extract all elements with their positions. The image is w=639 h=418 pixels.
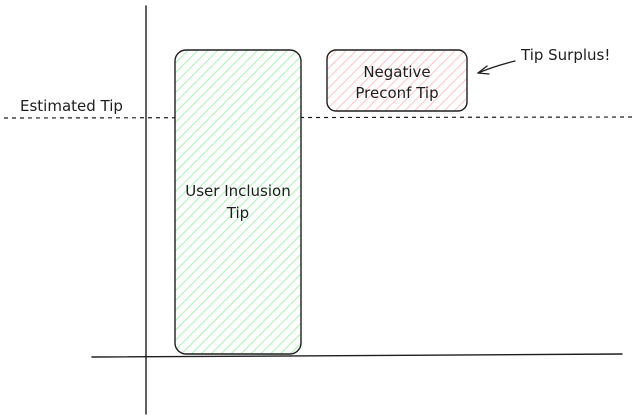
estimated-tip-dashed-line <box>3 116 637 119</box>
x-axis-line <box>91 353 623 358</box>
negative-preconf-tip-label-line1: Negative <box>363 63 430 81</box>
user-inclusion-tip-label-line2: Tip <box>226 204 249 222</box>
tip-surplus-arrow <box>477 60 516 75</box>
user-inclusion-tip-label-line1: User Inclusion <box>185 182 290 200</box>
estimated-tip-label: Estimated Tip <box>20 97 123 115</box>
tip-surplus-label: Tip Surplus! <box>520 46 610 64</box>
negative-preconf-tip-label-line2: Preconf Tip <box>355 84 438 102</box>
negative-preconf-tip-box <box>326 49 468 112</box>
user-inclusion-tip-bar <box>174 49 302 355</box>
